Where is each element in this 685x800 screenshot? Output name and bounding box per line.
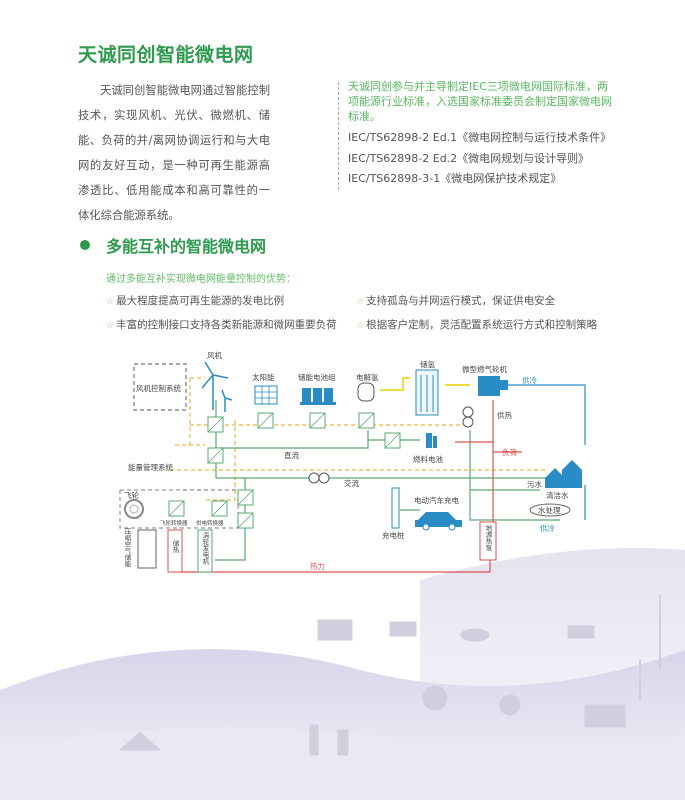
microgrid-diagram: 风机 风机控制系统 太阳能 储能电池组 电解氢 储氢 微型燃气轮机 供冷 供热 … — [119, 350, 586, 573]
ac-transformer-icon — [308, 472, 330, 484]
fuel-cell-icon — [426, 433, 437, 448]
standard-item: IEC/TS62898-2 Ed.2《微电网规划与设计导则》 — [348, 151, 590, 165]
label-supply-conv: 供电转换器 — [196, 519, 224, 527]
label-flywheel-conv: 飞轮转换器 — [160, 519, 188, 527]
section-title: 多能互补的智能微电网 — [106, 237, 267, 256]
battery-bank-icon — [300, 388, 336, 405]
hill — [0, 727, 685, 800]
compressed-air-icon — [137, 529, 157, 569]
label-charger: 充电桩 — [382, 530, 405, 540]
label-h2-storage: 储氢 — [420, 359, 435, 369]
label-flywheel: 飞轮 — [124, 490, 139, 500]
standards-lead: 天诚同创参与并主导制定IEC三项微电网国际标准，两项能源行业标准，入选国家标准委… — [348, 80, 612, 123]
star-icon: ☆ — [106, 321, 115, 331]
solar-panel-silhouette — [567, 625, 595, 639]
label-ground-pump: 地源热泵 — [484, 524, 492, 552]
label-battery: 储能电池组 — [298, 372, 336, 382]
advantage-item: ☆根据客户定制，灵活配置系统运行方式和控制策略 — [356, 317, 597, 332]
advantage-text: 支持孤岛与并网运行模式，保证供电安全 — [366, 295, 556, 307]
label-heating: 供热 — [497, 410, 512, 420]
label-ev-charging: 电动汽车充电 — [414, 495, 459, 505]
dashed-divider — [338, 82, 339, 190]
star-icon: ☆ — [106, 297, 115, 307]
standard-item: IEC/TS62898-2 Ed.1《微电网控制与运行技术条件》 — [348, 131, 612, 144]
tree-silhouette — [422, 685, 448, 711]
tree-silhouette — [499, 694, 521, 716]
label-load: 负荷 — [502, 447, 517, 457]
advantage-item: ☆最大程度提高可再生能源的发电比例 — [106, 293, 284, 308]
water-treatment-icon — [529, 503, 571, 517]
heat-storage-box — [167, 529, 183, 573]
advantage-item: ☆丰富的控制接口支持各类新能源和微网重要负荷 — [106, 317, 337, 332]
label-sewage: 污水 — [527, 479, 542, 489]
label-ems: 能量管理系统 — [128, 462, 173, 472]
turbine-generator-box — [197, 529, 213, 573]
star-icon: ☆ — [356, 321, 365, 331]
building-silhouette — [309, 724, 319, 756]
label-ac: 交流 — [344, 478, 359, 488]
building-silhouette — [337, 729, 349, 756]
label-turbine-gen: 涡轮发电机 — [201, 531, 209, 566]
transformer-icon — [462, 406, 474, 428]
label-dc: 直流 — [284, 450, 299, 460]
solar-panel-silhouette — [389, 621, 417, 637]
ground-pump-box — [479, 521, 497, 561]
flywheel-icon — [124, 499, 144, 519]
advantage-text: 根据客户定制，灵活配置系统运行方式和控制策略 — [366, 319, 598, 331]
car-silhouette — [460, 628, 490, 642]
label-clean-water: 清洁水 — [546, 490, 569, 500]
advantage-text: 丰富的控制接口支持各类新能源和微网重要负荷 — [116, 319, 337, 331]
house-icon — [545, 460, 582, 488]
page-title: 天诚同创智能微电网 — [78, 44, 254, 66]
solar-panel-icon — [254, 385, 278, 405]
advantage-text: 最大程度提高可再生能源的发电比例 — [116, 295, 285, 307]
ev-car-icon — [415, 512, 462, 531]
standards-block: 天诚同创参与并主导制定IEC三项微电网国际标准，两项能源行业标准，入选国家标准委… — [348, 79, 614, 190]
electrolyzer-icon — [357, 382, 375, 402]
flywheel-group-box — [119, 489, 239, 529]
label-fuel-cell: 燃料电池 — [413, 454, 443, 464]
label-wind-control: 风机控制系统 — [136, 383, 181, 393]
label-cooling-top: 供冷 — [522, 375, 537, 385]
section-bullet-icon — [80, 240, 90, 250]
label-water-treatment: 水处理 — [538, 505, 561, 515]
advantages-lead: 通过多能互补实现微电网能量控制的优势： — [106, 274, 296, 285]
label-solar: 太阳能 — [252, 372, 275, 382]
intro-paragraph: 天诚同创智能微电网通过智能控制技术，实现风机、光伏、微燃机、储能、负荷的并/离网… — [78, 84, 270, 222]
label-electrolysis: 电解氢 — [356, 372, 379, 382]
wind-turbine-icon — [201, 361, 233, 412]
label-heat-storage: 储热 — [171, 539, 179, 555]
label-wind: 风机 — [207, 350, 222, 360]
advantage-item: ☆支持孤岛与并网运行模式，保证供电安全 — [356, 293, 555, 308]
label-thermal: 热力 — [310, 561, 325, 571]
star-icon: ☆ — [356, 297, 365, 307]
house-silhouette — [118, 731, 162, 751]
solar-panel-silhouette — [584, 704, 626, 728]
label-cooling-bottom: 供冷 — [540, 523, 555, 533]
label-caes: 压缩空气储能 — [123, 528, 131, 569]
landscape-illustration — [0, 548, 685, 800]
hydrogen-tank-icon — [415, 369, 439, 416]
microturbine-icon — [478, 376, 508, 396]
solar-panel-silhouette — [317, 619, 353, 641]
standard-item: IEC/TS62898-3-1《微电网保护技术规定》 — [348, 172, 562, 185]
label-microturbine: 微型燃气轮机 — [462, 364, 507, 374]
charger-icon — [391, 487, 400, 529]
